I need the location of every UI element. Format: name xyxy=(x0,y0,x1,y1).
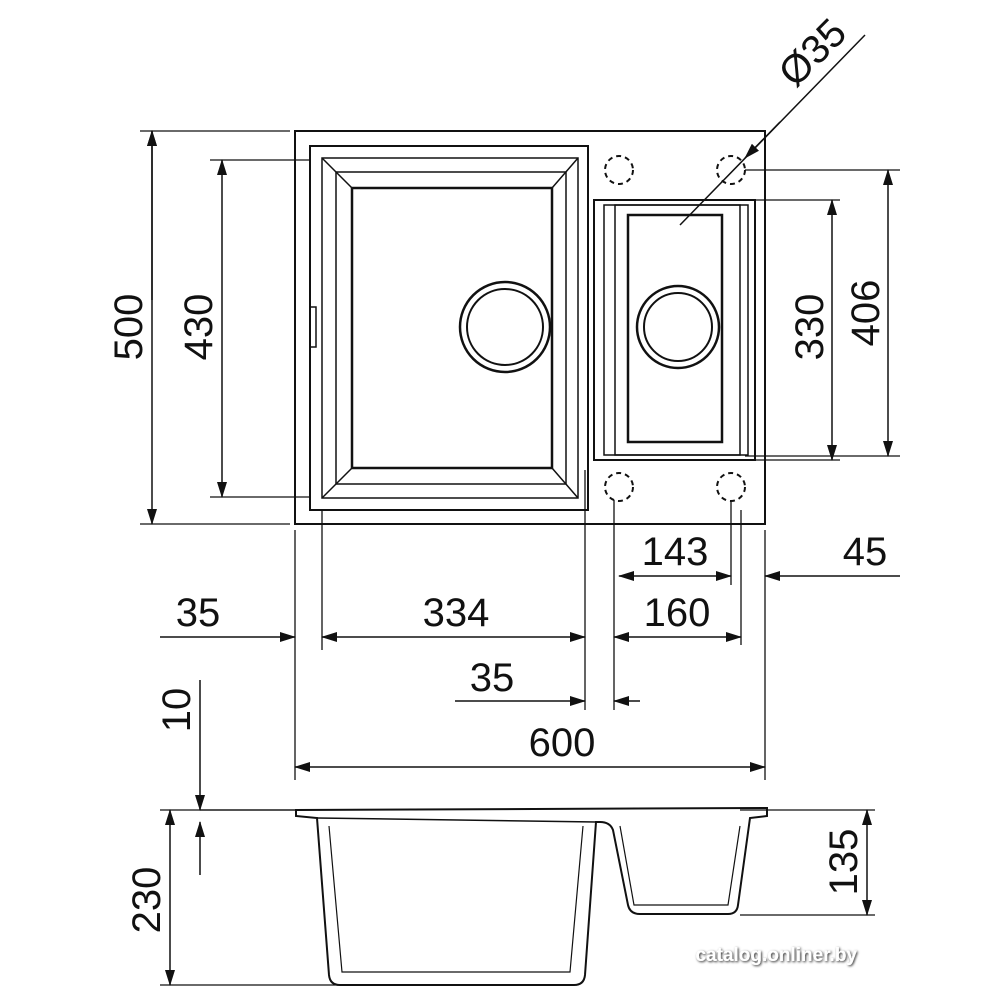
label-10: 10 xyxy=(155,688,199,733)
label-334: 334 xyxy=(423,591,490,635)
tap-hole xyxy=(604,472,634,502)
tap-holes xyxy=(604,155,746,502)
label-406: 406 xyxy=(844,280,888,347)
watermark: catalog.onliner.by xyxy=(695,945,857,966)
label-430: 430 xyxy=(177,294,221,361)
label-35-left: 35 xyxy=(176,591,221,635)
label-230: 230 xyxy=(125,867,169,934)
tap-hole xyxy=(716,472,746,502)
label-500: 500 xyxy=(107,294,151,361)
label-143: 143 xyxy=(642,530,709,574)
dimension-lines xyxy=(147,34,900,986)
small-bowl xyxy=(593,199,756,461)
label-45: 45 xyxy=(843,530,888,574)
extension-lines xyxy=(140,130,900,986)
section-outline xyxy=(295,806,768,986)
label-diameter-35: Ø35 xyxy=(771,11,856,96)
main-bowl xyxy=(309,145,589,511)
plan-view xyxy=(294,130,766,525)
label-600: 600 xyxy=(529,721,596,765)
label-330: 330 xyxy=(788,294,832,361)
label-135: 135 xyxy=(822,829,866,896)
sink-outline xyxy=(294,130,766,525)
tap-hole xyxy=(716,155,746,185)
small-drain xyxy=(635,284,721,370)
tap-hole xyxy=(604,155,634,185)
main-drain xyxy=(458,280,552,374)
section-view xyxy=(295,806,768,986)
label-35-partition: 35 xyxy=(470,656,515,700)
dimension-labels: 500 430 330 406 Ø35 143 45 35 334 160 35… xyxy=(107,11,888,934)
overflow-slot xyxy=(309,306,317,348)
label-160: 160 xyxy=(644,591,711,635)
